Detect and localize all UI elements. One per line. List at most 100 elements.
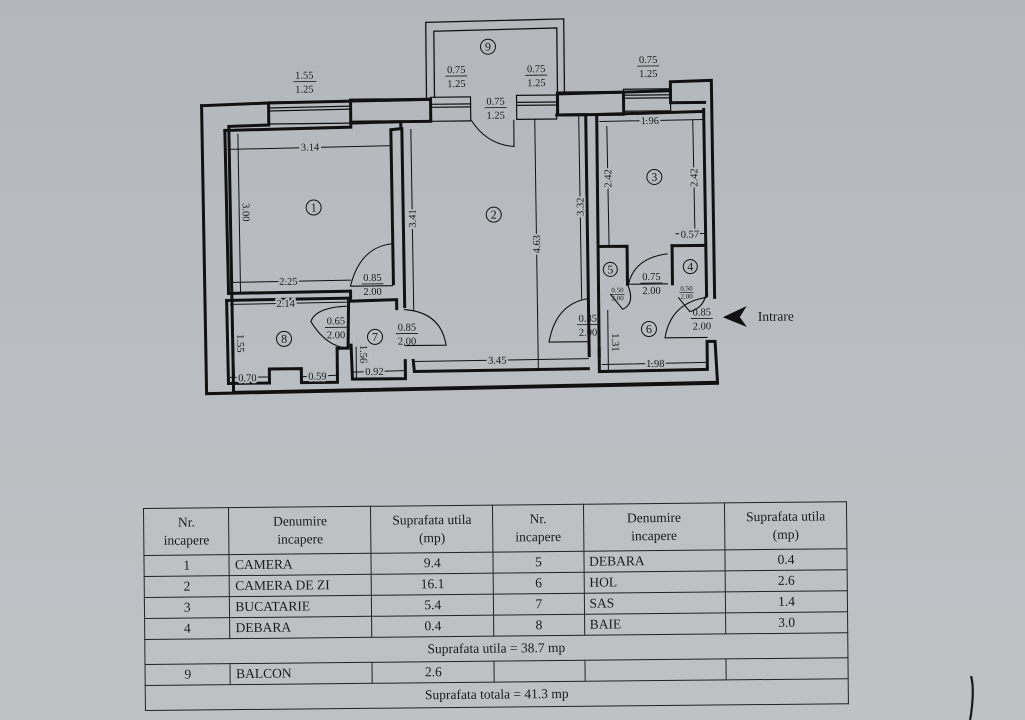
dim-room3-left: 2.42 — [603, 169, 614, 187]
cell-nr: 1 — [143, 554, 230, 577]
entrance-arrow-icon — [722, 306, 747, 328]
cell-name: CAMERA — [229, 553, 372, 576]
cell-nr: 6 — [493, 572, 584, 595]
door-label-entrance: 0.85 2.00 — [690, 307, 713, 333]
room-number-8: 8 — [276, 330, 293, 347]
svg-text:2.00: 2.00 — [363, 287, 381, 298]
header-area: Suprafata utila(mp) — [370, 505, 494, 554]
dim-room8-height: 1.55 — [234, 334, 245, 352]
dim-room2-height: 4.63 — [532, 235, 543, 253]
cell-area: 0.4 — [371, 615, 494, 638]
svg-text:2: 2 — [491, 208, 497, 222]
svg-text:8: 8 — [281, 332, 287, 346]
cell-area: 2.6 — [725, 569, 848, 592]
cell-nr: 4 — [144, 617, 231, 640]
window-dim-bottom: 1.25 — [527, 78, 545, 89]
cell-nr: 7 — [493, 593, 585, 616]
window-dim-top: 0.75 — [527, 64, 545, 75]
floor-plan: 1.55 1.25 0.75 1.25 0.75 1.25 0.75 1.25 … — [200, 18, 794, 396]
cell-name: CAMERA DE ZI — [229, 574, 372, 597]
window-dim-top: 0.75 — [639, 55, 657, 66]
dim-room3-right: 2.42 — [689, 168, 700, 186]
signature-mark — [968, 676, 974, 720]
room-number-1: 1 — [305, 199, 322, 216]
cell-empty — [726, 657, 849, 680]
door-dim-top: 0.75 — [486, 97, 504, 108]
cell-nr: 2 — [144, 575, 230, 598]
dim-room3-width: 1.96 — [641, 116, 659, 127]
cell-nr: 8 — [493, 614, 585, 637]
cell-name: DEBARA — [583, 549, 726, 573]
cell-name: DEBARA — [229, 616, 373, 639]
svg-text:4: 4 — [687, 260, 693, 274]
dim-room8-bottom-left: 0.70 — [238, 373, 256, 384]
header-nr: Nr.incapere — [492, 504, 584, 553]
dim-room1-bottom: 2.25 — [279, 277, 297, 288]
cell-nr: 3 — [144, 596, 230, 619]
cell-nr: 9 — [145, 663, 231, 686]
svg-text:2.00: 2.00 — [693, 321, 711, 332]
room-number-6: 6 — [640, 321, 657, 338]
dim-room2-bottom: 3.45 — [488, 356, 506, 367]
door-label-kitchen: 0.75 2.00 — [640, 272, 663, 297]
svg-text:0.75: 0.75 — [642, 272, 660, 283]
svg-text:2.00: 2.00 — [680, 293, 693, 301]
svg-text:2.00: 2.00 — [642, 286, 660, 297]
svg-text:5: 5 — [607, 262, 613, 276]
svg-text:0.85: 0.85 — [579, 314, 597, 325]
svg-text:7: 7 — [372, 330, 378, 344]
svg-text:2.00: 2.00 — [398, 336, 416, 347]
dim-room8-width: 2.14 — [276, 299, 295, 310]
grand-total-row: Suprafata totala = 41.3 mp — [145, 678, 849, 711]
door-dim-bottom: 1.25 — [486, 111, 504, 122]
window-frames — [267, 88, 672, 125]
dim-room8-bottom-right: 0.59 — [308, 371, 326, 382]
cell-empty — [584, 658, 727, 682]
room-number-7: 7 — [367, 328, 384, 345]
dim-room7-height: 1.56 — [357, 345, 368, 363]
header-area: Suprafata utila(mp) — [724, 501, 847, 550]
dim-room2-right: 3.32 — [576, 197, 587, 215]
svg-text:9: 9 — [485, 40, 491, 54]
cell-name: BAIE — [584, 612, 726, 636]
door-label-room4: 0.50 2.00 — [679, 285, 694, 301]
window-dim-top: 0.75 — [447, 65, 465, 76]
svg-text:6: 6 — [646, 322, 652, 336]
cell-name: BALCON — [230, 662, 373, 685]
cell-name: SAS — [583, 591, 726, 615]
room-number-3: 3 — [646, 168, 663, 185]
window-dim-bottom: 1.25 — [639, 69, 657, 80]
svg-text:0.50: 0.50 — [680, 285, 693, 293]
dim-room1-width: 3.14 — [301, 142, 320, 153]
entrance-label: Intrare — [758, 309, 794, 324]
svg-text:0.85: 0.85 — [693, 307, 711, 318]
balcony-walls — [425, 18, 566, 98]
cell-area: 0.4 — [725, 548, 848, 571]
cell-area: 9.4 — [371, 552, 494, 575]
dim-room7-bottom: 0.92 — [365, 367, 383, 378]
room-number-2: 2 — [485, 206, 502, 223]
window-dim-bottom: 1.25 — [295, 85, 313, 96]
dim-room1-height: 3.00 — [240, 203, 251, 221]
svg-text:0.65: 0.65 — [327, 316, 345, 327]
cell-area: 16.1 — [371, 573, 494, 596]
cell-name: HOL — [583, 570, 726, 594]
svg-text:0.50: 0.50 — [611, 286, 624, 294]
dim-room2-left: 3.41 — [408, 209, 419, 227]
room-number-4: 4 — [682, 259, 698, 275]
dim-room6-height: 1.31 — [609, 333, 620, 351]
dimension-lines — [227, 116, 707, 379]
cell-empty — [494, 660, 585, 683]
cell-nr: 5 — [493, 551, 584, 574]
cell-area: 3.0 — [725, 611, 848, 634]
svg-text:2.00: 2.00 — [579, 328, 597, 339]
svg-text:3: 3 — [651, 170, 657, 184]
cell-area: 2.6 — [372, 661, 495, 684]
outer-walls — [200, 78, 720, 396]
door-label-room1: 0.85 2.00 — [361, 273, 384, 298]
svg-text:0.85: 0.85 — [398, 322, 416, 333]
